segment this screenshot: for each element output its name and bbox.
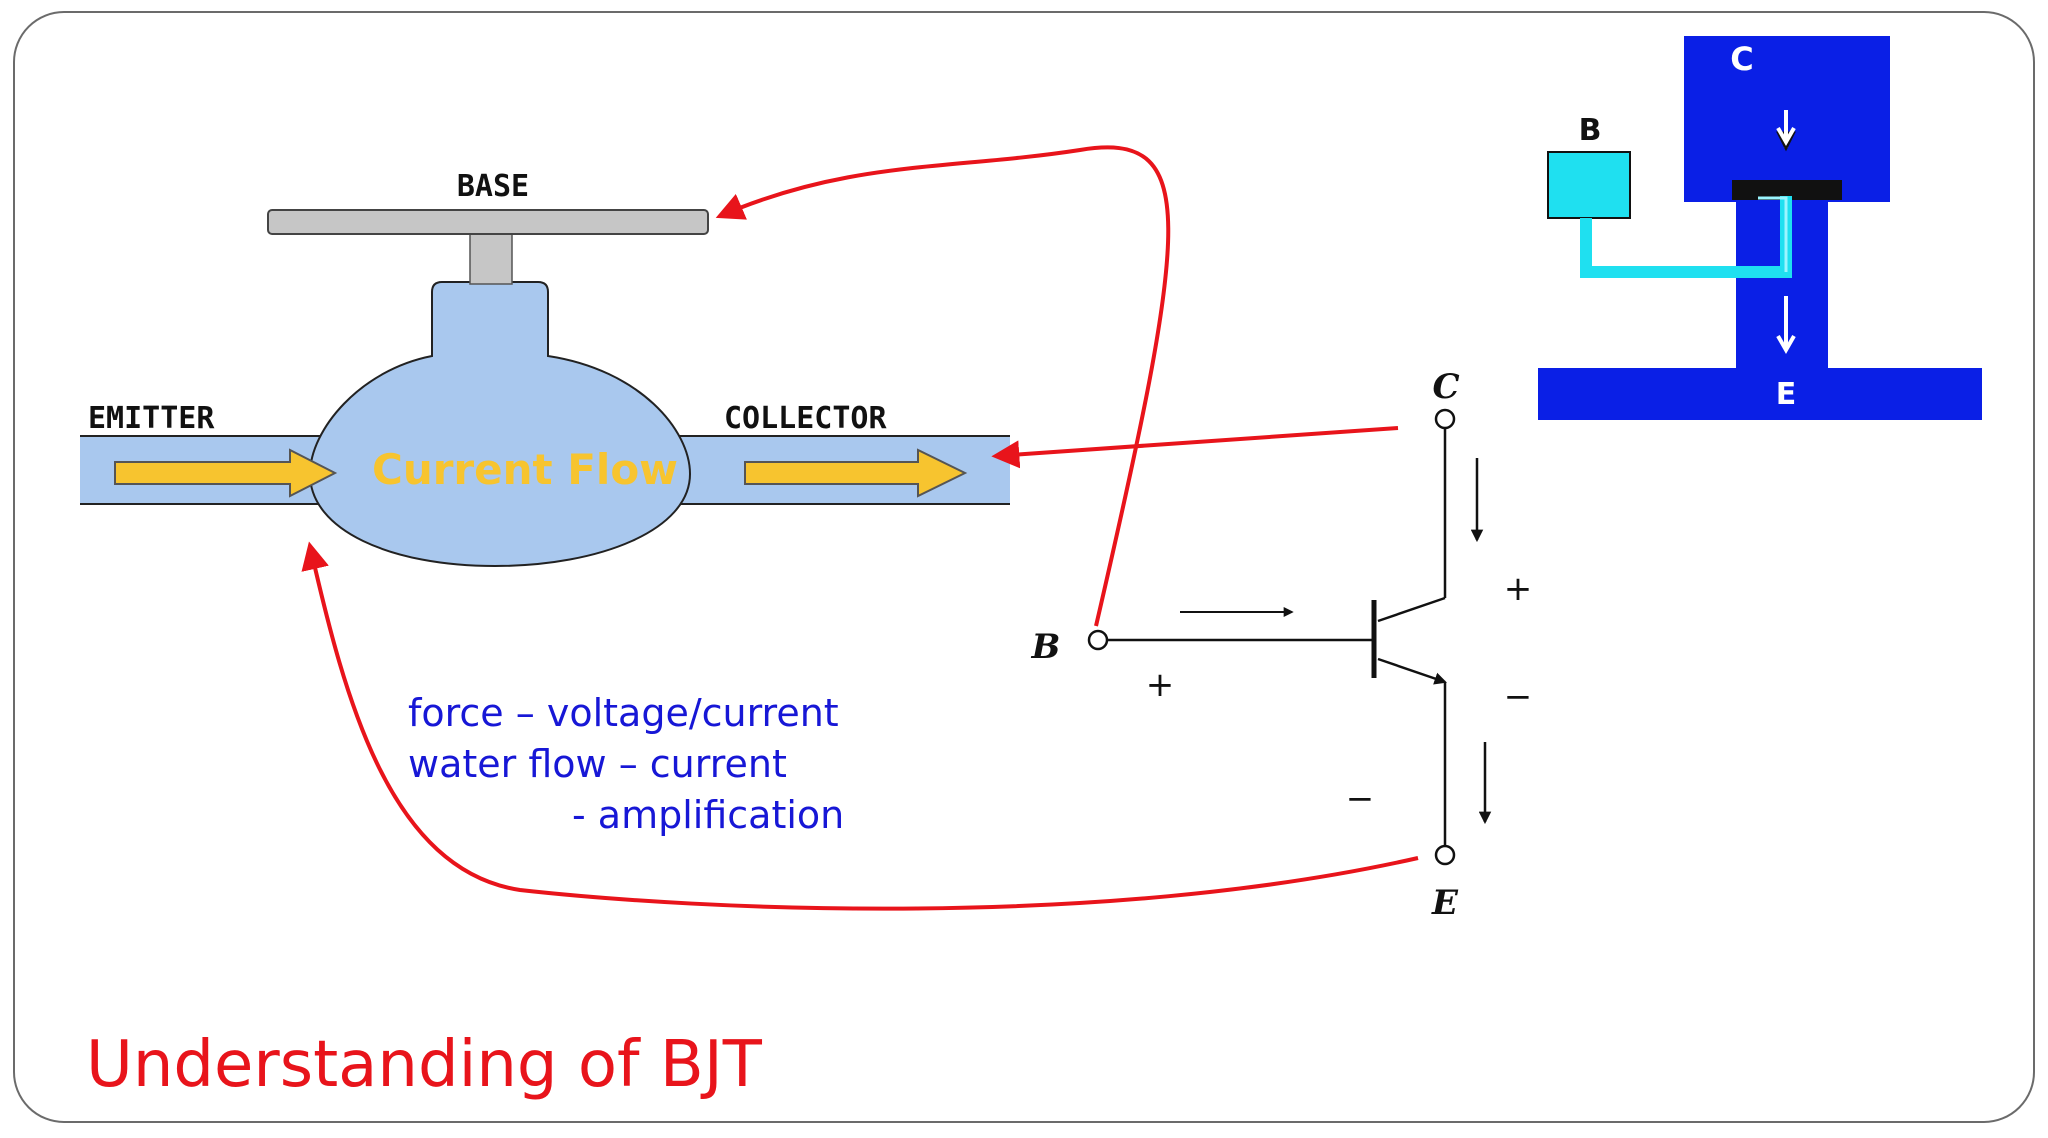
water-valve-diagram: BASE EMITTER COLLECTOR Current Flow bbox=[80, 169, 1010, 568]
emitter-terminal bbox=[1434, 844, 1456, 866]
valve-emitter-label: EMITTER bbox=[88, 401, 215, 436]
water-model: C B E bbox=[1538, 36, 1982, 420]
flow-arrow-right bbox=[744, 448, 968, 498]
emitter-pipe bbox=[1538, 368, 1982, 420]
valve-collector-label: COLLECTOR bbox=[724, 401, 887, 436]
collector-connector-arrow bbox=[991, 426, 1399, 469]
bjt-emitter-label: E bbox=[1431, 883, 1459, 923]
emitter-connector-arrow bbox=[301, 541, 1419, 911]
analogy-notes: force – voltage/current water flow – cur… bbox=[408, 691, 844, 837]
slide-title: Understanding of BJT bbox=[86, 1028, 763, 1102]
connectors bbox=[301, 145, 1419, 911]
note-line-3: - amplification bbox=[572, 793, 844, 837]
model-emitter-label: E bbox=[1776, 377, 1797, 412]
valve-stem bbox=[469, 231, 513, 285]
bjt-collector-label: C bbox=[1432, 367, 1459, 407]
base-reservoir bbox=[1547, 151, 1631, 219]
model-collector-label: C bbox=[1730, 40, 1753, 78]
bjt-minus-ce: − bbox=[1504, 677, 1533, 717]
bjt-plus-b: + bbox=[1146, 665, 1175, 705]
base-connector-arrow bbox=[715, 145, 1171, 627]
model-base-label: B bbox=[1579, 113, 1602, 148]
flow-text: Current Flow bbox=[372, 445, 678, 494]
bjt-base-label: B bbox=[1031, 627, 1061, 667]
base-terminal bbox=[1087, 629, 1109, 651]
note-line-1: force – voltage/current bbox=[408, 691, 839, 735]
collector-terminal bbox=[1434, 408, 1456, 430]
valve-body bbox=[308, 281, 692, 568]
flow-arrow-left bbox=[114, 448, 338, 498]
bjt-symbol bbox=[1087, 408, 1492, 866]
bjt-minus-e: − bbox=[1346, 779, 1375, 819]
slide-frame bbox=[13, 11, 2035, 1123]
bjt-plus-ce: + bbox=[1504, 569, 1533, 609]
valve-base-label: BASE bbox=[457, 169, 529, 204]
bjt-labels: C B E + − + − bbox=[1031, 367, 1533, 923]
note-line-2: water flow – current bbox=[408, 742, 787, 786]
valve-handle bbox=[267, 209, 709, 235]
